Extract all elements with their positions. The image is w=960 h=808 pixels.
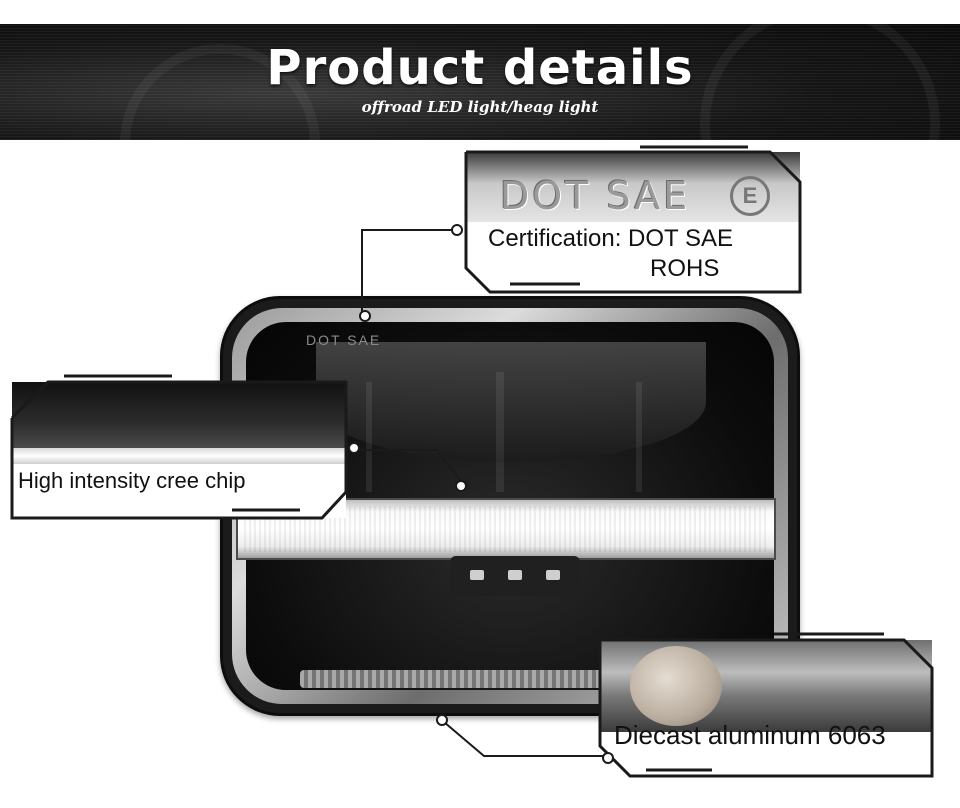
certification-leader-dot — [359, 310, 371, 322]
upper-reflector — [316, 342, 706, 462]
led-chip — [470, 570, 484, 580]
chip-callout: High intensity cree chip — [12, 382, 346, 518]
chip-leader-dot — [455, 480, 467, 492]
certification-frame — [464, 150, 802, 294]
aluminum-label: Diecast aluminum 6063 — [614, 720, 886, 750]
chip-leader-line — [358, 449, 461, 481]
chip-leader-dot — [348, 442, 360, 454]
led-chip — [546, 570, 560, 580]
chip-frame — [10, 380, 348, 520]
certification-callout: DOT SAE E Certification: DOT SAE ROHS — [466, 152, 800, 292]
led-chip-board — [450, 556, 580, 596]
banner-subtitle: offroad LED light/heag light — [361, 98, 599, 116]
reflector-highlight — [366, 382, 372, 492]
aluminum-rod-end — [630, 646, 722, 726]
chip-label: High intensity cree chip — [18, 468, 246, 493]
chip-closeup-photo — [12, 382, 346, 450]
reflector-highlight — [496, 372, 504, 492]
certification-leader-line — [361, 229, 455, 314]
header-banner: Product details offroad LED light/heag l… — [0, 24, 960, 140]
certification-label: Certification: DOT SAE — [488, 225, 733, 252]
aluminum-leader-dot — [436, 714, 448, 726]
certification-label-rohs: ROHS — [650, 255, 720, 282]
lens-dot-sae-mark: DOT SAE — [306, 332, 382, 348]
banner-title: Product details — [266, 40, 694, 96]
reflector-highlight — [636, 382, 642, 492]
embossed-dot-sae-text: DOT SAE — [500, 174, 691, 218]
aluminum-callout: Diecast aluminum 6063 — [600, 640, 932, 776]
e-mark-icon: E — [730, 176, 770, 216]
aluminum-frame — [598, 638, 934, 778]
drl-light-bar — [236, 498, 776, 560]
led-chip — [508, 570, 522, 580]
certification-leader-dot — [451, 224, 463, 236]
aluminum-leader-dot — [602, 752, 614, 764]
chip-light-strip — [12, 448, 346, 464]
aluminum-leader-line — [443, 721, 604, 757]
